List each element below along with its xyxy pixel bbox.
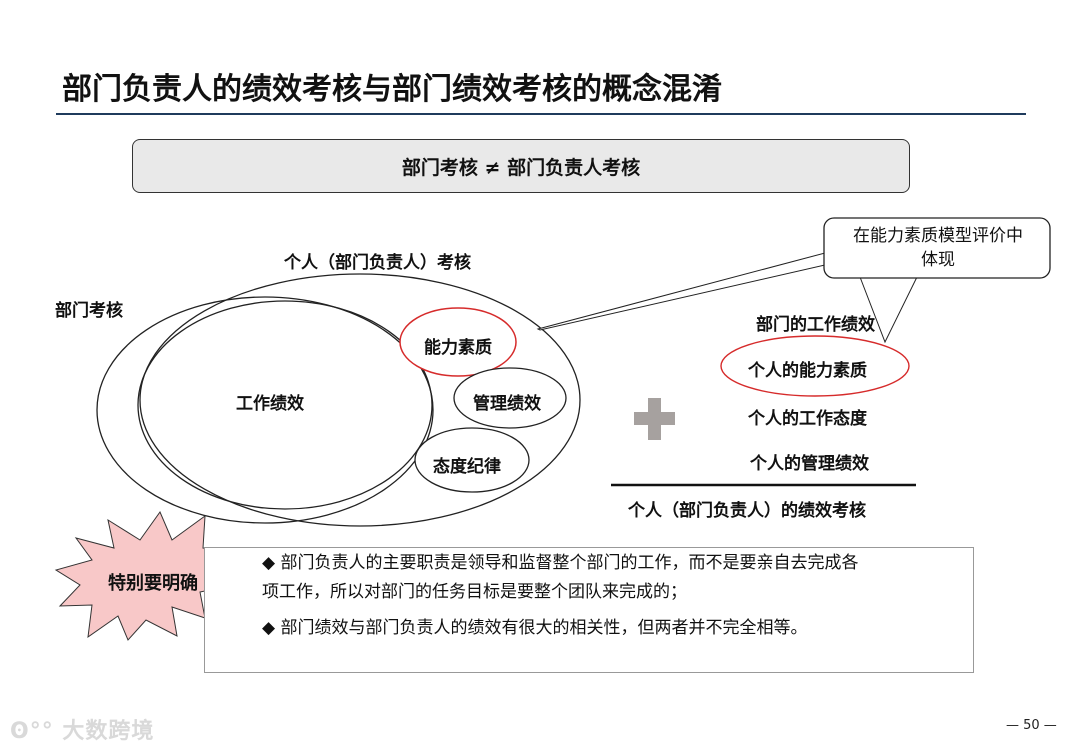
department-assessment-label: 部门考核	[55, 301, 123, 321]
sum-item-management: 个人的管理绩效	[750, 454, 869, 474]
page-title: 部门负责人的绩效考核与部门绩效考核的概念混淆	[62, 72, 722, 107]
diamond-bullet-icon: ◆	[262, 553, 276, 573]
title-divider	[56, 113, 1026, 115]
sum-item-competence: 个人的能力素质	[748, 361, 867, 381]
sum-result: 个人（部门负责人）的绩效考核	[628, 501, 866, 521]
management-ellipse	[453, 367, 567, 429]
work-performance-ellipse	[137, 300, 433, 510]
banner-box: 部门考核 ≠ 部门负责人考核	[132, 139, 910, 193]
plus-icon	[634, 398, 675, 440]
attitude-discipline-label: 态度纪律	[433, 457, 501, 477]
bullet-1-line-1: 部门负责人的主要职责是领导和监督整个部门的工作，而不是要亲自去完成各	[280, 553, 859, 573]
attitude-ellipse	[414, 427, 530, 493]
competence-highlight-ellipse	[720, 335, 910, 397]
bullet-1-line-2: 项工作，所以对部门的任务目标是要整个团队来完成的；	[262, 582, 687, 602]
work-performance-label: 工作绩效	[236, 394, 304, 414]
sum-item-dept-work: 部门的工作绩效	[756, 315, 875, 335]
callout-text: 在能力素质模型评价中 体现	[825, 224, 1051, 272]
department-ellipse	[96, 296, 434, 524]
individual-ellipse	[139, 273, 581, 527]
management-performance-label: 管理绩效	[473, 394, 541, 414]
bullet-1: ◆ 部门负责人的主要职责是领导和监督整个部门的工作，而不是要亲自去完成各 项工作…	[262, 549, 858, 607]
page-number: — 50 —	[1006, 718, 1057, 733]
individual-assessment-label: 个人（部门负责人）考核	[284, 253, 471, 273]
callout-box	[823, 217, 1051, 279]
sum-item-attitude: 个人的工作态度	[748, 409, 867, 429]
emphasis-box	[204, 547, 974, 673]
starburst-label: 特别要明确	[108, 573, 198, 594]
bullet-2-line-1: 部门绩效与部门负责人的绩效有很大的相关性，但两者并不完全相等。	[280, 618, 808, 638]
competence-label: 能力素质	[424, 338, 492, 358]
callout-line-2: 体现	[921, 250, 955, 270]
bullet-2: ◆ 部门绩效与部门负责人的绩效有很大的相关性，但两者并不完全相等。	[262, 614, 807, 643]
competence-ellipse	[399, 307, 517, 377]
callout-line-1: 在能力素质模型评价中	[853, 226, 1023, 246]
brand-logo: ʘ°° 大数跨境	[10, 713, 154, 745]
logo-icon: ʘ°°	[10, 719, 54, 744]
diamond-bullet-icon: ◆	[262, 618, 276, 638]
logo-text: 大数跨境	[62, 719, 155, 744]
banner-text: 部门考核 ≠ 部门负责人考核	[401, 156, 641, 179]
